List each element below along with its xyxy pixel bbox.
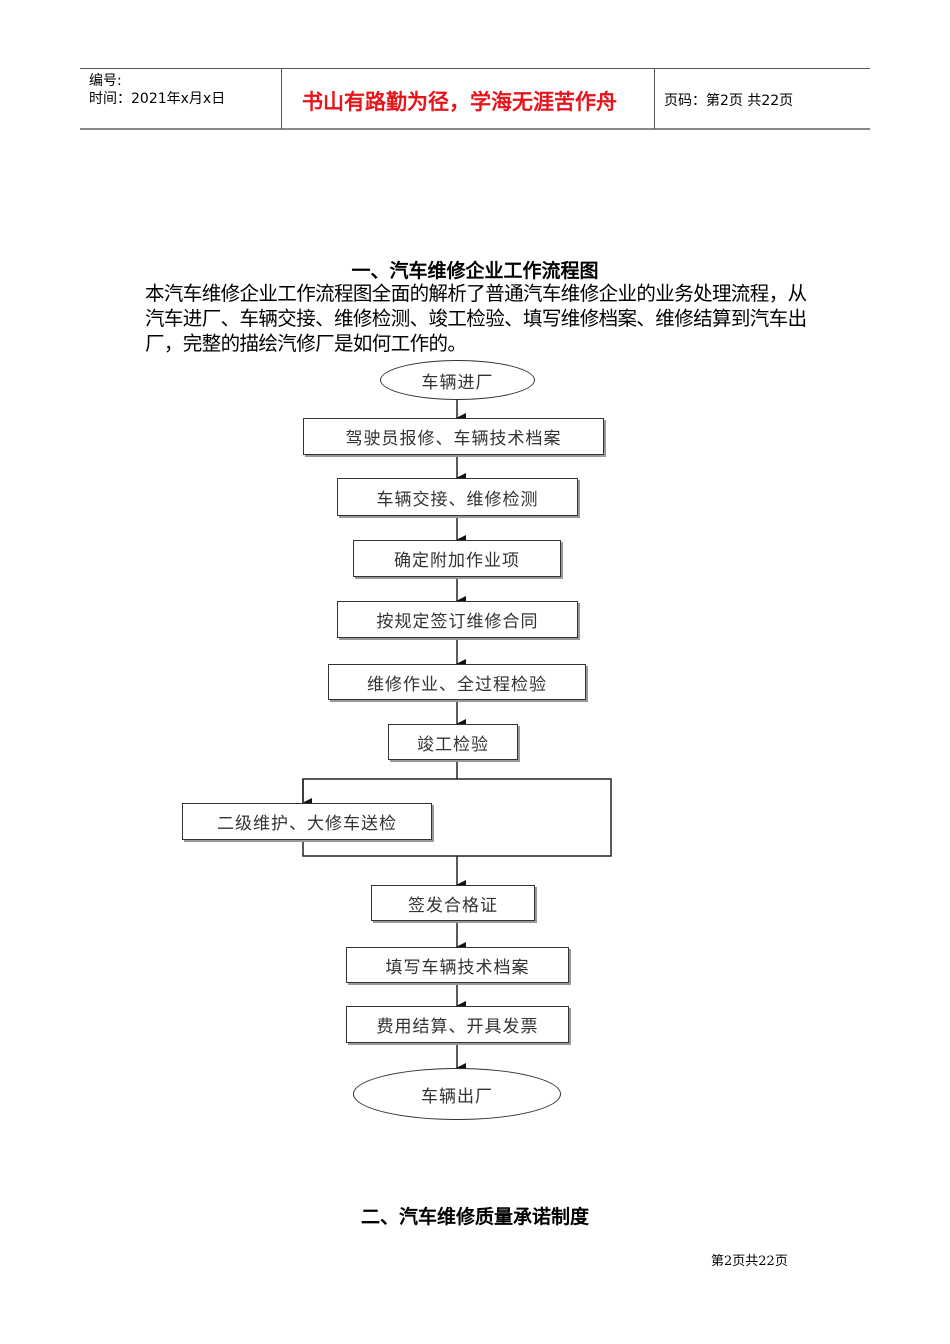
section-paragraph: 本汽车维修企业工作流程图全面的解析了普通汽车维修企业的业务处理流程，从汽车进厂、… bbox=[145, 282, 807, 355]
flow-end-node: 车辆出厂 bbox=[353, 1068, 561, 1120]
flow-step: 填写车辆技术档案 bbox=[346, 947, 569, 983]
section-title: 一、汽车维修企业工作流程图 bbox=[351, 260, 599, 282]
flow-step: 驾驶员报修、车辆技术档案 bbox=[303, 418, 604, 455]
flow-step: 确定附加作业项 bbox=[353, 540, 561, 577]
document-number-label: 编号: bbox=[89, 73, 122, 89]
section-title: 二、汽车维修质量承诺制度 bbox=[360, 1206, 589, 1228]
page-footer: 第2页共22页 bbox=[711, 1254, 788, 1269]
flow-step: 按规定签订维修合同 bbox=[337, 601, 578, 638]
flow-step: 维修作业、全过程检验 bbox=[328, 664, 586, 700]
header-motto: 书山有路勤为径，学海无涯苦作舟 bbox=[302, 90, 617, 114]
flow-start-node: 车辆进厂 bbox=[380, 360, 535, 400]
header-bottom-rule bbox=[80, 128, 870, 130]
header-divider bbox=[281, 69, 282, 129]
page-code: 页码：第2页 共22页 bbox=[664, 93, 794, 109]
header-top-rule bbox=[80, 68, 870, 69]
header-divider bbox=[654, 69, 655, 129]
document-time: 时间：2021年x月x日 bbox=[89, 91, 226, 107]
flow-step: 车辆交接、维修检测 bbox=[337, 478, 578, 516]
flow-branch-step: 二级维护、大修车送检 bbox=[182, 803, 432, 840]
flow-step: 竣工检验 bbox=[388, 724, 518, 760]
flow-step: 签发合格证 bbox=[371, 885, 535, 921]
flow-step: 费用结算、开具发票 bbox=[346, 1006, 569, 1043]
